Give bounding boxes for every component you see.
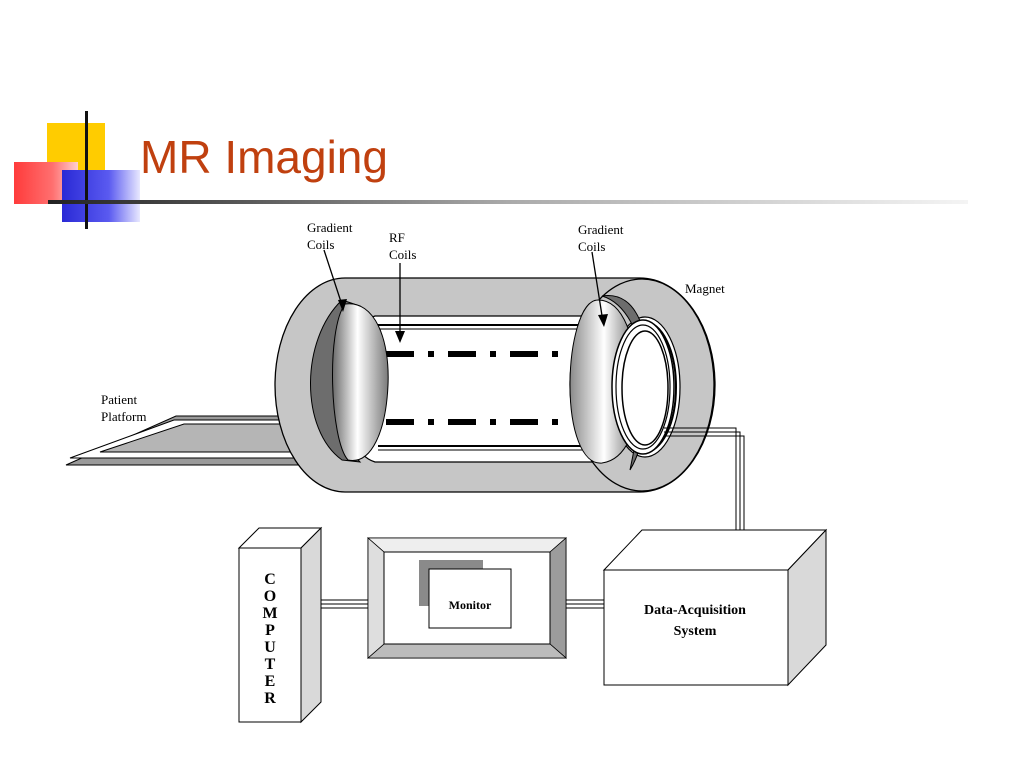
data-acquisition-label: Data-Acquisition System: [644, 603, 746, 639]
svg-text:E: E: [265, 673, 276, 690]
svg-text:RF: RF: [389, 230, 405, 245]
svg-text:Coils: Coils: [578, 239, 605, 254]
computer-label: C O M P U T E R: [262, 571, 277, 707]
cable-magnet-daq: [664, 427, 745, 530]
cable-computer-monitor: [321, 599, 368, 609]
svg-text:Patient: Patient: [101, 392, 137, 407]
svg-text:R: R: [264, 690, 276, 707]
svg-text:P: P: [265, 622, 275, 639]
monitor: Monitor: [366, 537, 568, 659]
patient-platform: [65, 415, 321, 466]
label-magnet: Magnet: [685, 281, 725, 296]
gradient-coil-left: [310, 299, 389, 463]
computer-box: C O M P U T E R: [237, 526, 323, 724]
title-underline: [48, 200, 968, 204]
label-gradient-coils-right: Gradient Coils: [578, 222, 624, 254]
label-pointers: [323, 249, 608, 343]
gradient-coil-right: [569, 295, 675, 471]
svg-text:Data-Acquisition: Data-Acquisition: [644, 603, 746, 618]
monitor-label: Monitor: [449, 598, 492, 612]
label-patient-platform: Patient Platform: [101, 392, 147, 424]
decor-vertical-line: [85, 111, 88, 229]
svg-text:Platform: Platform: [101, 409, 147, 424]
svg-text:Coils: Coils: [389, 247, 416, 262]
svg-text:T: T: [265, 656, 276, 673]
svg-text:O: O: [264, 588, 276, 605]
svg-text:System: System: [674, 624, 717, 639]
svg-text:M: M: [262, 605, 277, 622]
rf-coils: [378, 324, 600, 451]
svg-text:Coils: Coils: [307, 237, 334, 252]
label-gradient-coils-left: Gradient Coils: [307, 220, 353, 252]
cable-monitor-daq: [566, 599, 604, 609]
slide-title: MR Imaging: [140, 131, 388, 183]
svg-text:Gradient: Gradient: [307, 220, 353, 235]
svg-text:Gradient: Gradient: [578, 222, 624, 237]
data-acquisition-box: Data-Acquisition System: [602, 528, 828, 687]
decor-blue-square: [62, 170, 140, 222]
svg-text:C: C: [264, 571, 276, 588]
svg-text:U: U: [264, 639, 276, 656]
label-rf-coils: RF Coils: [389, 230, 416, 262]
